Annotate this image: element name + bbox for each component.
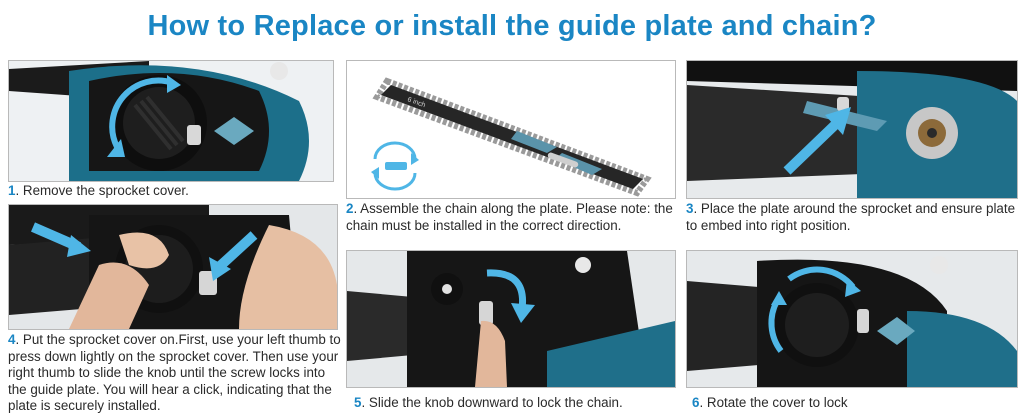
step-3-caption: 3. Place the plate around the sprocket a… [686, 201, 1022, 234]
step-2-caption: 2. Assemble the chain along the plate. P… [346, 201, 682, 234]
step-4-photo [8, 204, 338, 330]
step-3-photo [686, 60, 1018, 199]
step-2-number: 2 [346, 201, 354, 216]
step-4-caption: 4. Put the sprocket cover on.First, use … [8, 332, 342, 415]
step-1-number: 1 [8, 183, 16, 198]
rotate-cover-lock-illustration [687, 251, 1017, 387]
step-4-text: . Put the sprocket cover on.First, use y… [8, 332, 341, 414]
step-5-number: 5 [354, 395, 362, 410]
knob-slide-illustration [347, 251, 675, 387]
sprocket-plate-illustration [687, 61, 1017, 198]
step-3-text: . Place the plate around the sprocket an… [686, 201, 1016, 233]
step-1-caption: 1. Remove the sprocket cover. [8, 183, 332, 200]
step-3-number: 3 [686, 201, 694, 216]
step-4-number: 4 [8, 332, 16, 347]
guide-plate-chain-illustration: 6 inch [347, 61, 675, 198]
step-6-photo [686, 250, 1018, 388]
step-6-caption: 6. Rotate the cover to lock [692, 395, 1022, 412]
chainsaw-cover-illustration [9, 61, 333, 181]
step-6-number: 6 [692, 395, 700, 410]
step-1-photo [8, 60, 334, 182]
page-title: How to Replace or install the guide plat… [147, 10, 877, 42]
step-5-caption: 5. Slide the knob downward to lock the c… [354, 395, 684, 412]
step-1-text: . Remove the sprocket cover. [15, 183, 189, 198]
step-6-text: . Rotate the cover to lock [699, 395, 848, 410]
hands-install-cover-illustration [9, 205, 337, 329]
step-5-text: . Slide the knob downward to lock the ch… [361, 395, 623, 410]
step-2-photo: 6 inch [346, 60, 676, 199]
step-2-text: . Assemble the chain along the plate. Pl… [346, 201, 673, 233]
step-5-photo [346, 250, 676, 388]
